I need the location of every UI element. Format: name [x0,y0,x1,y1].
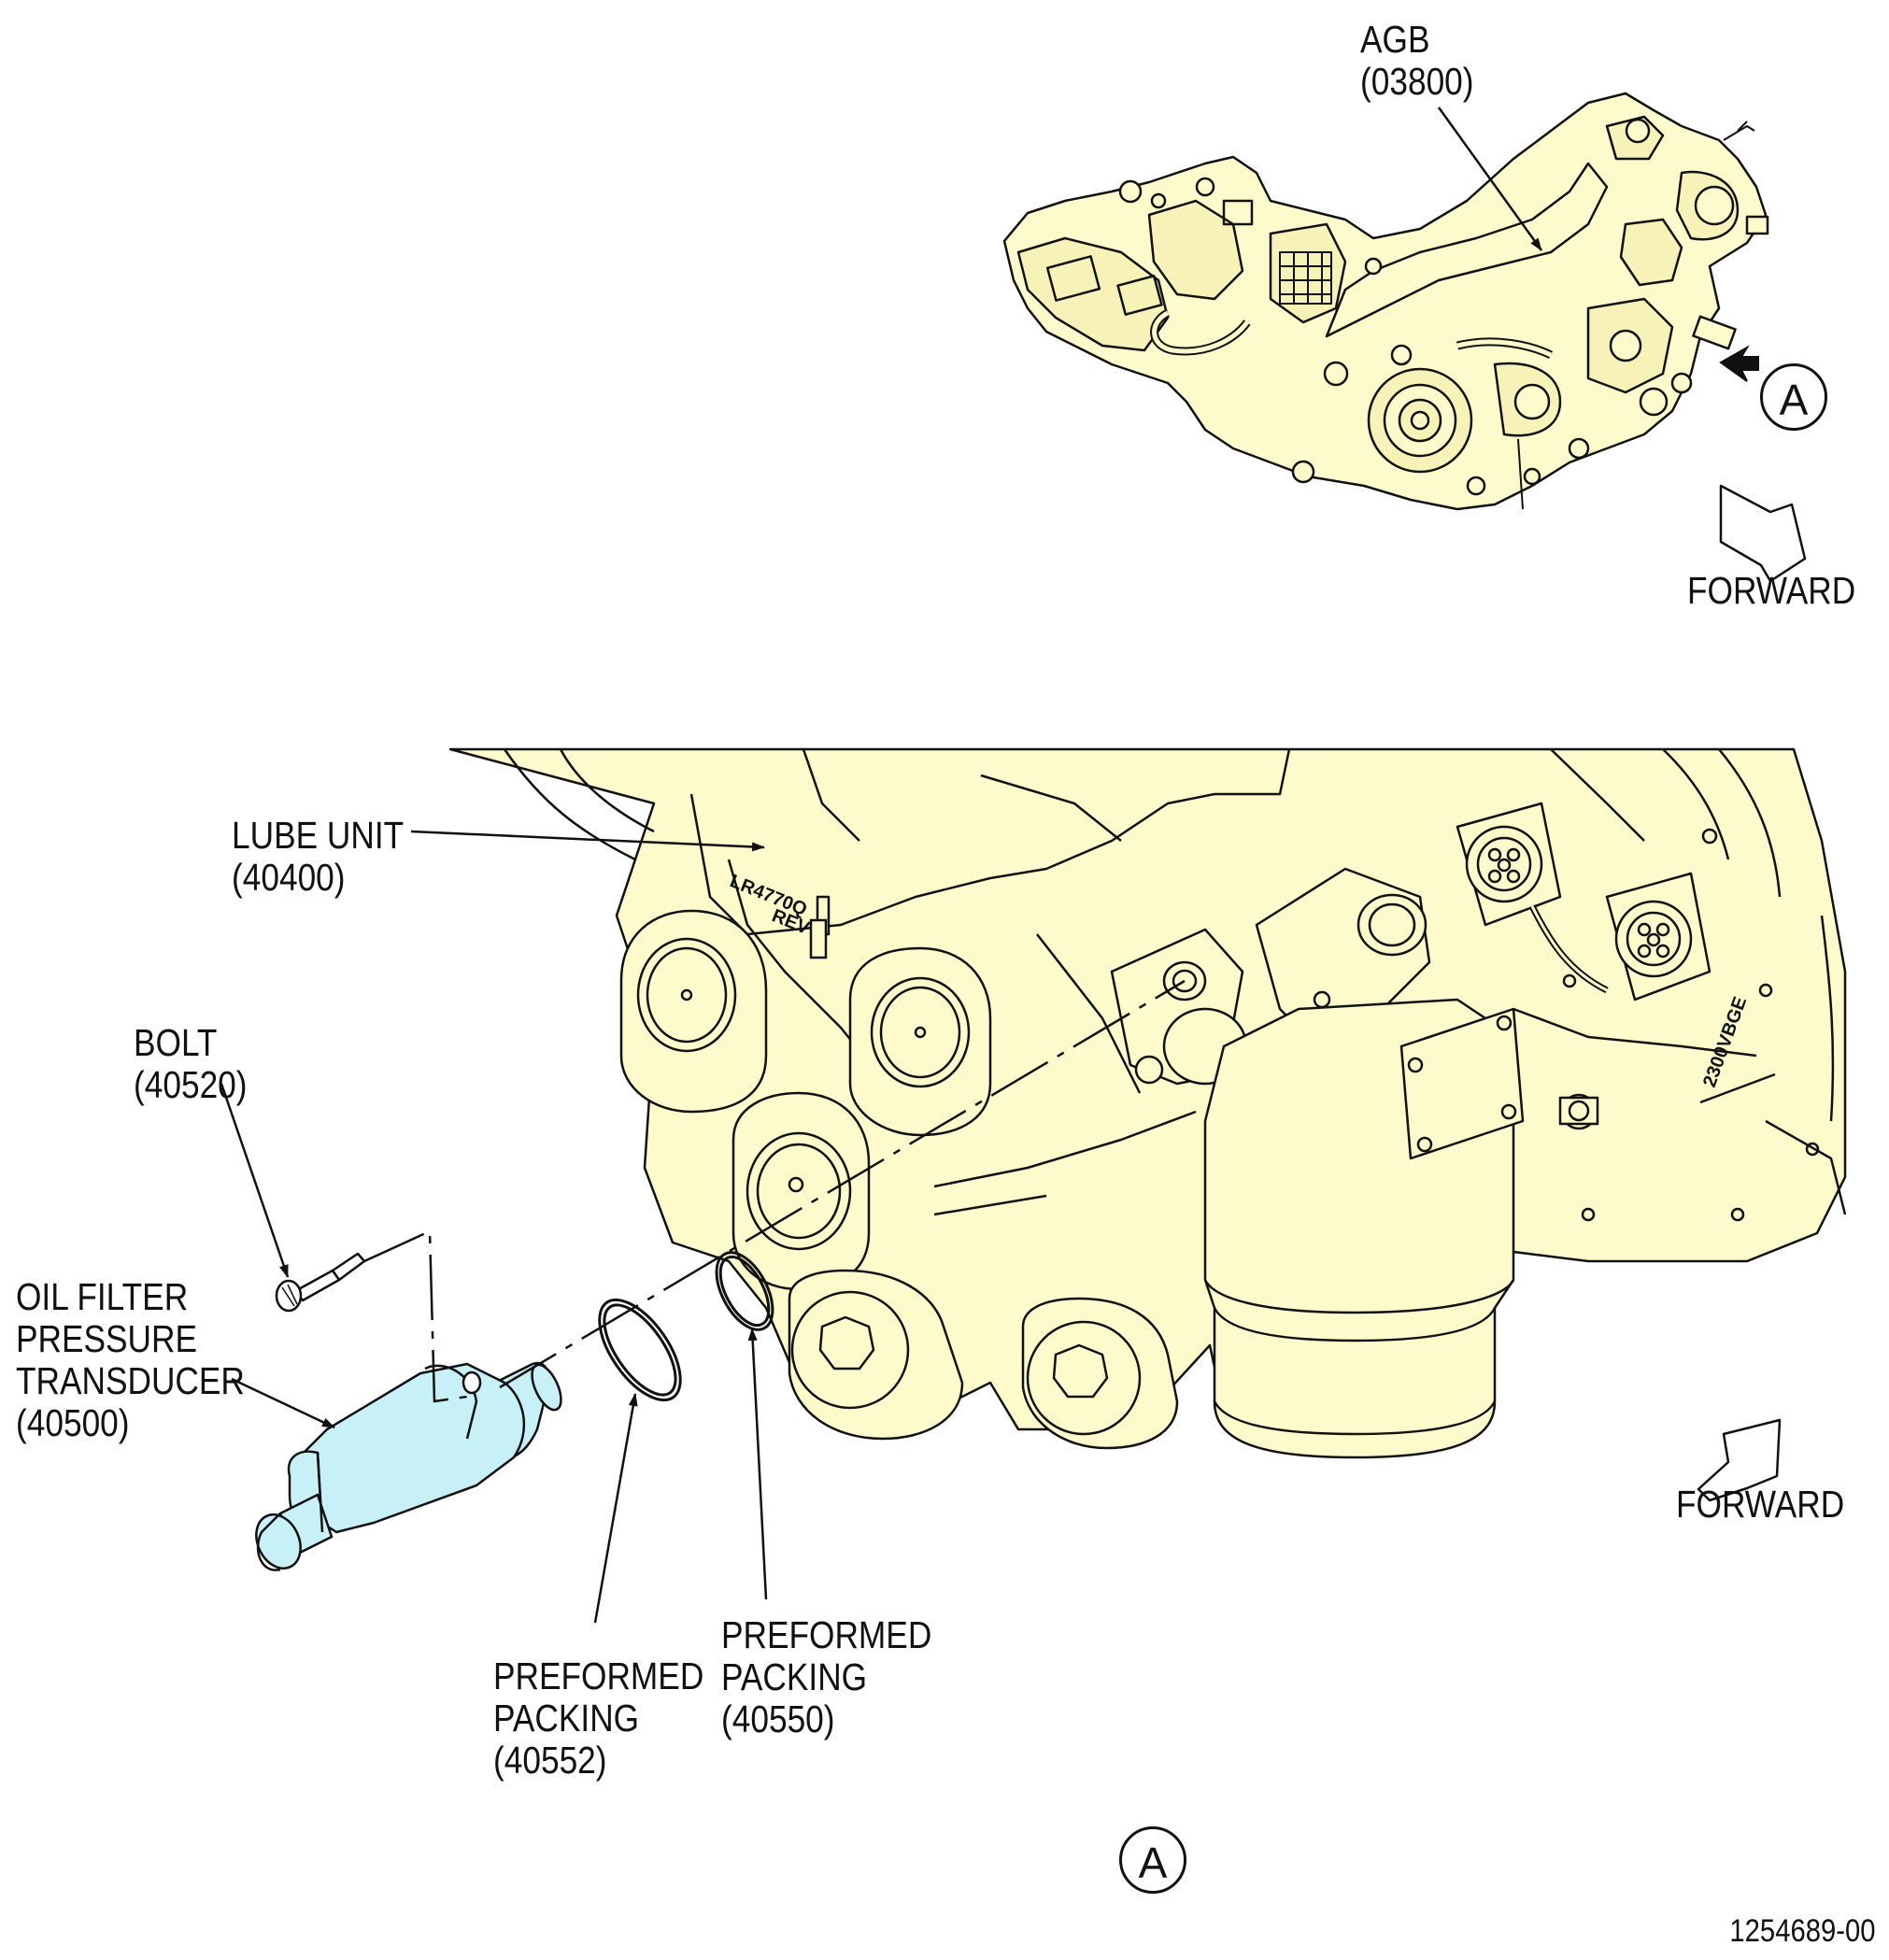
cover-plate [1399,1007,1525,1160]
installation-axis-line [499,979,1186,1389]
lube-unit-leader [410,830,765,852]
small-fitting [1558,1093,1599,1130]
transducer-callout: OIL FILTER PRESSURE TRANSDUCER (40500) [16,1276,245,1444]
packing-40552-callout: PREFORMED PACKING (40552) [493,1655,703,1782]
electrical-connector-upper [1456,802,1562,927]
packing-40552-label-line2: PACKING [493,1697,640,1740]
forward-arrow-detail [1697,1418,1782,1502]
packing-40550-callout: PREFORMED PACKING (40550) [721,1614,931,1740]
bolt-40520 [275,1252,366,1313]
housing-plug-right [1021,1297,1179,1450]
housing-plug-left [788,1269,964,1441]
view-a-pointer-arrow [1719,345,1759,382]
packing-40550-label-line2: PACKING [721,1655,868,1698]
housing-port-transducer [731,1091,871,1291]
oil-filter-flange [1255,867,1431,1039]
preformed-packing-40552 [598,1298,682,1402]
electrical-connector-lower [1605,872,1711,1001]
transducer-label-line3: TRANSDUCER [16,1359,245,1402]
lube-unit-code: (40400) [232,856,346,899]
agb-leader-line [1437,107,1543,251]
lube-unit-label: LUBE UNIT [232,814,405,857]
lube-unit-callout: LUBE UNIT (40400) [232,815,404,899]
bolt-leader [220,1083,290,1278]
lube-unit-housing [448,747,1847,1459]
preformed-packing-40550 [715,1251,774,1331]
agb-upper-casting [1325,162,1609,338]
figure-number: 1254689-00 [1729,1913,1876,1949]
forward-arrow-top [1719,484,1807,583]
transducer-label-line1: OIL FILTER [16,1275,189,1318]
transducer-code: (40500) [16,1401,130,1444]
packing-40552-label-line1: PREFORMED [493,1655,704,1697]
transducer-label-line2: PRESSURE [16,1317,197,1360]
forward-label-detail: FORWARD [1676,1483,1845,1526]
packing-40550-leader [747,1328,768,1600]
agb-label: AGB [1360,18,1430,61]
view-a-label-detail: A [1119,1826,1186,1894]
packing-40550-label-line1: PREFORMED [721,1613,932,1656]
transducer-leader [231,1377,335,1429]
bolt-label: BOLT [134,1021,218,1064]
agb-overview-assembly [1002,92,1769,511]
oil-filter-pressure-transducer-40500 [255,1361,562,1571]
agb-callout: AGB (03800) [1360,19,1474,103]
housing-port-upper-left [619,909,768,1114]
housing-port-upper-middle [848,946,992,1137]
bolt-installation-path [363,1229,468,1403]
packing-40550-code: (40550) [721,1697,835,1740]
bolt-callout: BOLT (40520) [134,1022,248,1106]
packing-40552-code: (40552) [493,1739,607,1782]
nameplate-rev-box [809,918,828,959]
agb-code: (03800) [1360,60,1474,103]
packing-40552-leader [593,1393,638,1624]
view-a-marker-top: A [1760,363,1827,431]
bolt-code: (40520) [134,1063,248,1106]
forward-label-top: FORWARD [1687,569,1856,612]
